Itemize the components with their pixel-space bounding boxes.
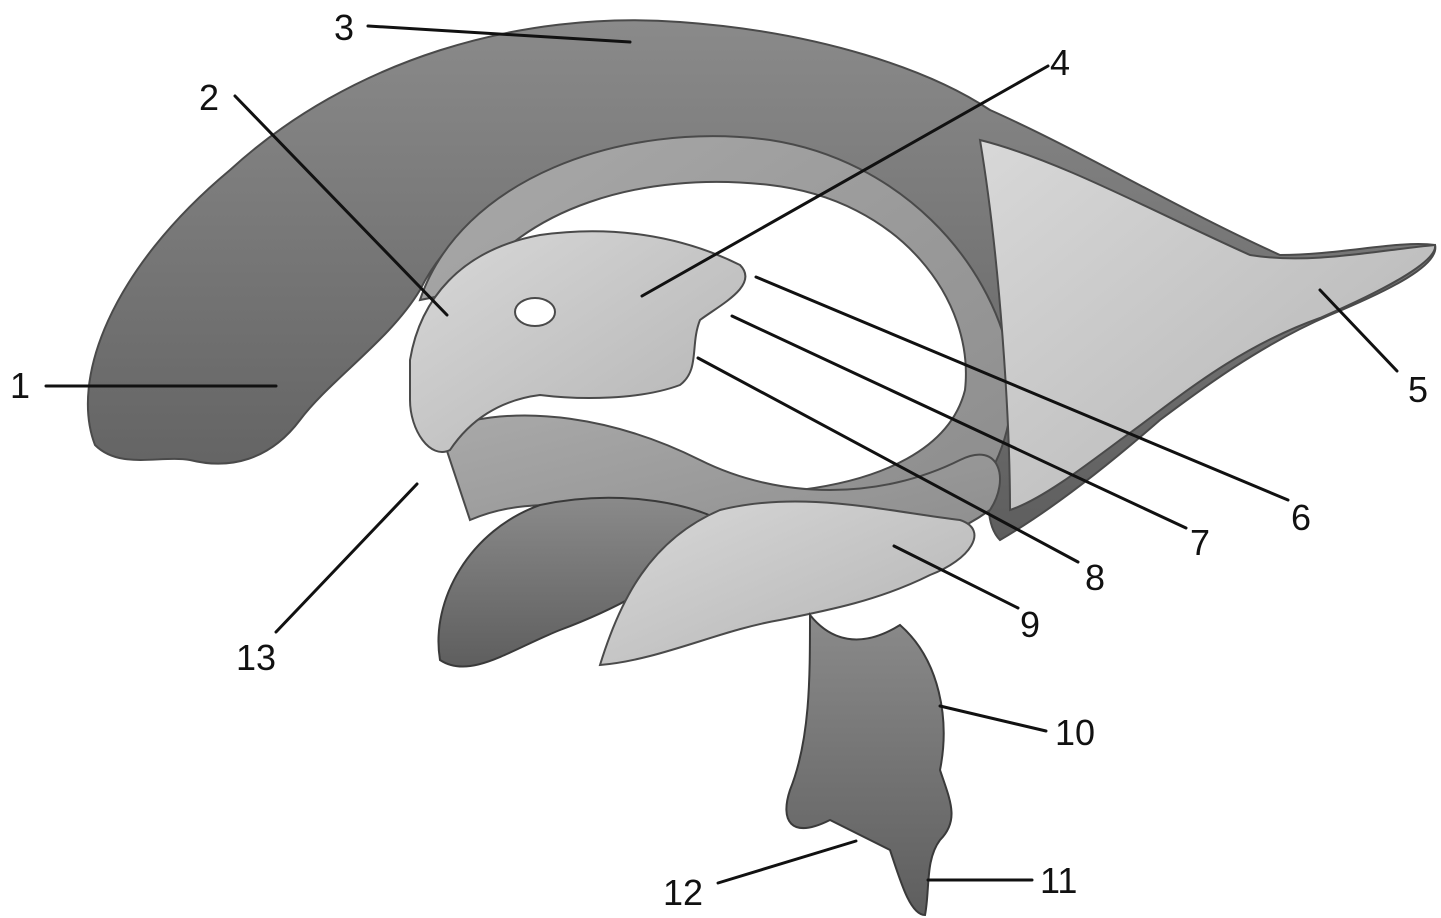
callout-11: 11: [1040, 860, 1077, 901]
leader-line-13: [276, 484, 417, 632]
callout-12: 12: [663, 872, 703, 913]
posterior-fan: [980, 140, 1435, 510]
brainstem-stalk: [786, 615, 951, 915]
interthalamic-adhesion: [515, 298, 555, 326]
callout-10: 10: [1055, 712, 1095, 753]
callout-8: 8: [1085, 557, 1105, 598]
callout-1: 1: [10, 365, 30, 406]
callout-13: 13: [236, 637, 276, 678]
callout-6: 6: [1291, 497, 1311, 538]
callout-4: 4: [1050, 42, 1070, 83]
leader-line-12: [718, 841, 856, 883]
callout-2: 2: [199, 77, 219, 118]
callout-3: 3: [334, 7, 354, 48]
leader-line-10: [940, 706, 1046, 731]
callout-7: 7: [1190, 522, 1210, 563]
callout-9: 9: [1020, 604, 1040, 645]
callout-5: 5: [1408, 369, 1428, 410]
